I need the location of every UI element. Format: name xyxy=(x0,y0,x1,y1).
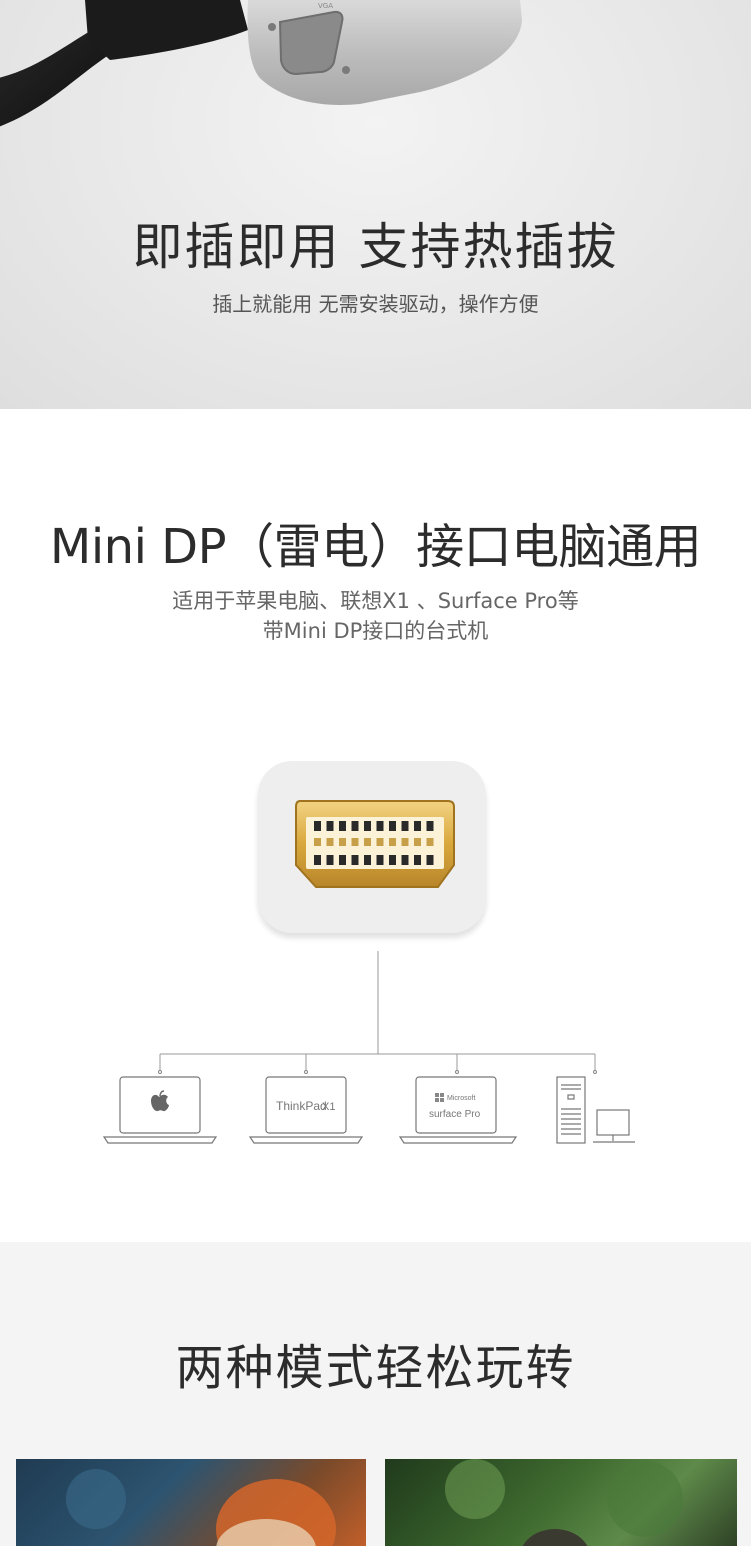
hero-section: VGA 即插即用 支持热插拔 插上就能用 无需安装驱动，操作方便 xyxy=(0,0,751,409)
vga-label: VGA xyxy=(318,2,333,10)
connector-lines xyxy=(159,951,596,1072)
thinkpad-laptop-icon xyxy=(248,1076,364,1144)
game-photo-right xyxy=(385,1459,737,1546)
apple-laptop-icon xyxy=(102,1076,218,1144)
surface-label: surface Pro xyxy=(429,1109,481,1120)
microsoft-label: Microsoft xyxy=(447,1095,475,1102)
desktop-computer-icon xyxy=(556,1076,635,1144)
vga-port xyxy=(278,10,344,76)
vga-screw-left xyxy=(268,23,276,31)
compat-subtitle-line1: 适用于苹果电脑、联想X1 、Surface Pro等 xyxy=(172,589,579,613)
vga-screw-right xyxy=(342,66,350,74)
mini-dp-plug xyxy=(85,0,248,60)
thinkpad-model: X1 xyxy=(322,1101,335,1113)
apple-logo-icon xyxy=(151,1094,169,1112)
mini-dp-port-tile xyxy=(258,761,486,933)
mini-dp-port-icon xyxy=(295,800,455,888)
microsoft-logo-icon xyxy=(435,1093,444,1102)
hero-subtitle: 插上就能用 无需安装驱动，操作方便 xyxy=(212,292,539,316)
hero-title: 即插即用 支持热插拔 xyxy=(132,218,619,276)
adapter-product-image: VGA xyxy=(0,0,522,127)
surface-laptop-icon xyxy=(398,1076,518,1144)
compatibility-diagram: ThinkPad X1 Microsoft surface Pro xyxy=(102,951,635,1144)
thinkpad-label: ThinkPad xyxy=(276,1099,327,1113)
game-photo-left xyxy=(16,1459,366,1546)
compat-subtitle-line2: 带Mini DP接口的台式机 xyxy=(262,619,489,643)
cable xyxy=(0,20,125,127)
modes-section: 两种模式轻松玩转 xyxy=(0,1242,751,1546)
modes-title: 两种模式轻松玩转 xyxy=(175,1340,576,1396)
compat-title: Mini DP（雷电）接口电脑通用 xyxy=(49,519,702,575)
compatibility-section: Mini DP（雷电）接口电脑通用 适用于苹果电脑、联想X1 、Surface … xyxy=(0,409,751,1242)
